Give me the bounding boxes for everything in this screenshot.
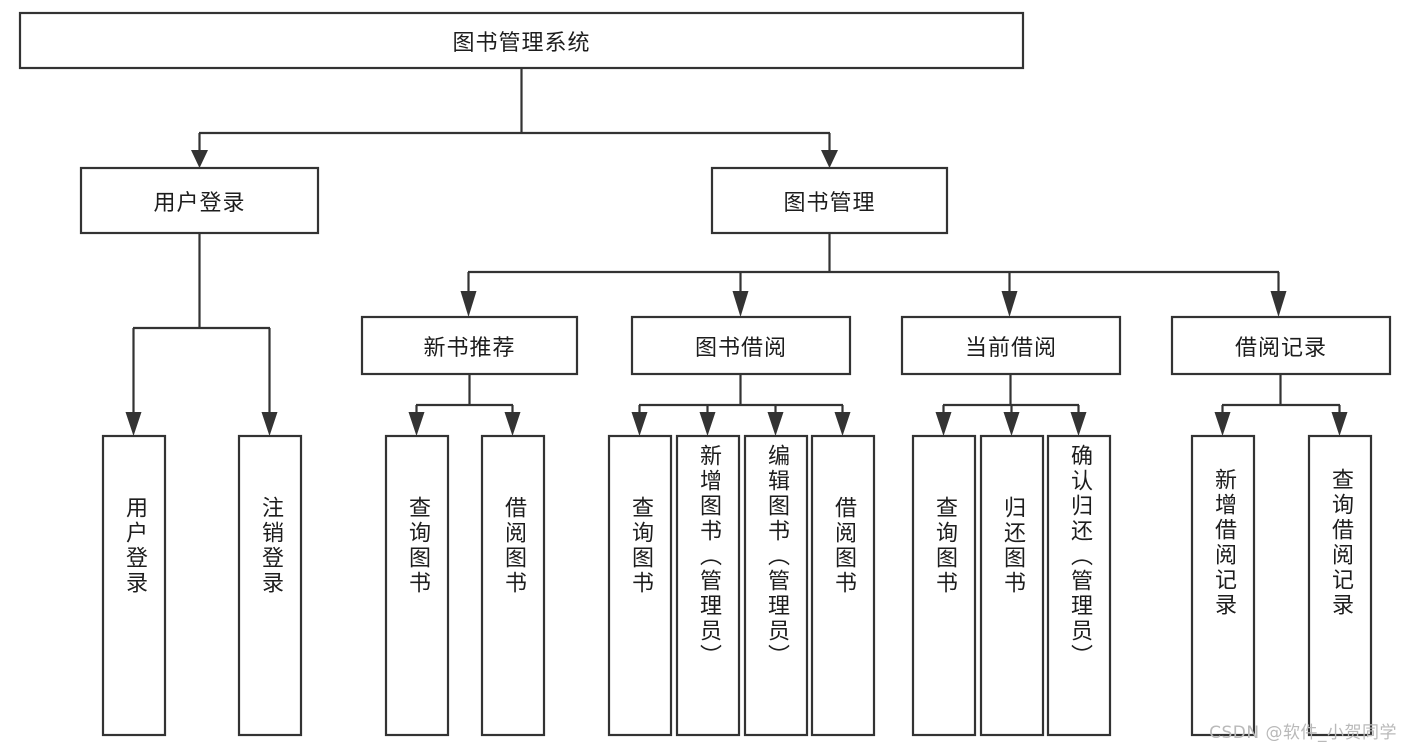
leaf-box-cb-2[interactable] [1046, 434, 1112, 737]
node-box-borrow-record[interactable] [1170, 315, 1392, 376]
arrow-head-cb-0 [935, 412, 952, 436]
arrow-head-cb-1 [1003, 412, 1020, 436]
arrow-head-bb-0 [631, 412, 648, 436]
arrow-head-bb-2 [767, 412, 784, 436]
node-box-current-borrow[interactable] [900, 315, 1122, 376]
arrow-head-br-0 [1214, 412, 1231, 436]
arrow-head-l3-3 [1270, 291, 1287, 317]
leaf-box-cb-1[interactable] [979, 434, 1045, 737]
arrow-head-book-manage [821, 150, 838, 168]
arrow-head-cb-2 [1070, 412, 1087, 436]
leaf-box-br-0[interactable] [1190, 434, 1256, 737]
leaf-box-user-login-0[interactable] [101, 434, 167, 737]
arrow-head-nbr-0 [408, 412, 425, 436]
leaf-box-bb-2[interactable] [743, 434, 809, 737]
leaf-box-bb-0[interactable] [607, 434, 673, 737]
node-box-user-login[interactable] [79, 166, 320, 235]
leaf-box-nbr-1[interactable] [480, 434, 546, 737]
leaf-box-br-1[interactable] [1307, 434, 1373, 737]
node-box-book-manage[interactable] [710, 166, 949, 235]
arrow-head-bb-3 [834, 412, 851, 436]
node-box-new-book-recommend[interactable] [360, 315, 579, 376]
node-box-book-borrow[interactable] [630, 315, 852, 376]
arrow-head-l3-0 [460, 291, 477, 317]
arrow-head-l3-1 [732, 291, 749, 317]
node-box-root[interactable] [18, 11, 1025, 70]
leaf-box-bb-1[interactable] [675, 434, 741, 737]
leaf-box-user-login-1[interactable] [237, 434, 303, 737]
arrow-head-bb-1 [699, 412, 716, 436]
arrow-head-l3-2 [1001, 291, 1018, 317]
arrow-head-br-1 [1331, 412, 1348, 436]
arrow-head-leaf-user-login-1 [261, 412, 278, 436]
leaf-box-bb-3[interactable] [810, 434, 876, 737]
arrow-head-nbr-1 [504, 412, 521, 436]
leaf-box-nbr-0[interactable] [384, 434, 450, 737]
arrow-head-user-login [191, 150, 208, 168]
leaf-box-cb-0[interactable] [911, 434, 977, 737]
arrow-head-leaf-user-login-0 [125, 412, 142, 436]
